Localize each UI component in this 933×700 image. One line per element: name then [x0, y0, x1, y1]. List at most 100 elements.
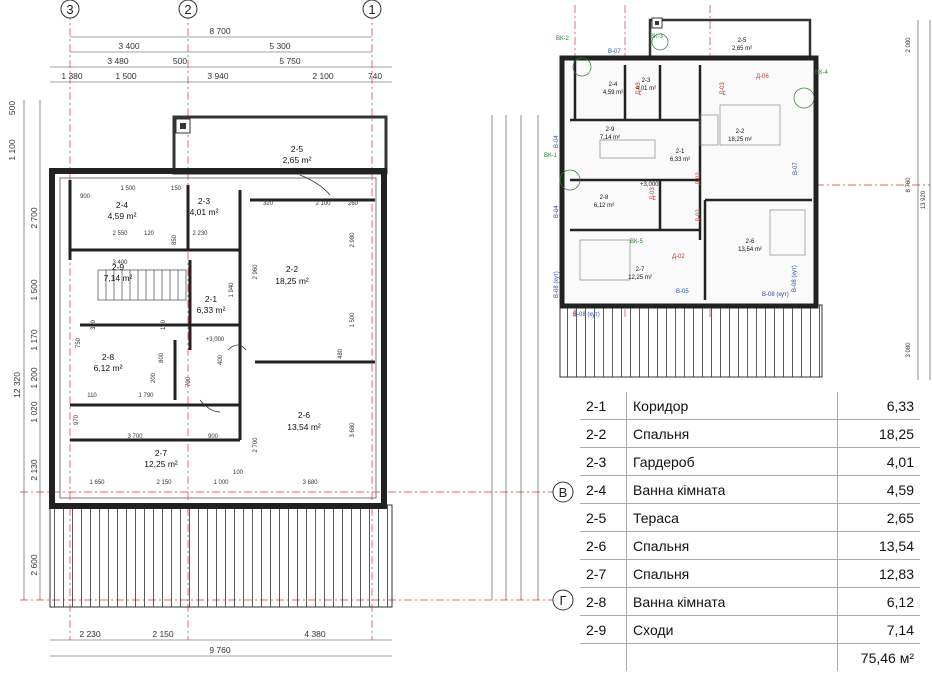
dim-top-2a: 3 400: [118, 41, 140, 51]
table-total-row: 75,46 м²: [580, 643, 920, 672]
code-label: ВК-3: [650, 34, 663, 40]
right-dim-3080: 3 080: [906, 342, 912, 358]
inner-dim-2: 900: [80, 194, 91, 200]
room-area: 13,54 m²: [287, 422, 321, 432]
code-label: ВК-4: [815, 70, 828, 76]
code-label: В-08 (кут): [792, 265, 798, 292]
dim-left-1020: 1 020: [29, 401, 39, 423]
room-area: 6,33 m²: [670, 157, 690, 163]
inner-dim-5: 120: [144, 231, 155, 237]
table-row: 2-8 Ванна кімната 6,12: [580, 587, 920, 616]
code-label: В-07: [793, 162, 799, 175]
code-label: Д-03: [636, 82, 642, 95]
code-label: Д-06: [756, 74, 769, 80]
room-area: 4,59 m²: [108, 211, 137, 221]
dim-top-2b: 5 300: [269, 41, 291, 51]
room-code: 2-3: [642, 78, 651, 84]
dim-top-4c: 3 940: [207, 71, 229, 81]
code-label: Д-03: [720, 82, 726, 95]
room-code-cell: 2-6: [580, 531, 627, 560]
room-code-cell: 2-2: [580, 419, 627, 448]
right-dim-2080: 2 080: [906, 37, 912, 53]
room-name-cell: Ванна кімната: [626, 475, 838, 504]
code-label: ВК-1: [544, 153, 557, 159]
room-code: 2-1: [676, 149, 685, 155]
inner-dim-24: 1 790: [138, 393, 154, 399]
code-label: В-05: [676, 289, 689, 295]
room-name-cell: Ванна кімната: [626, 587, 838, 616]
inner-dim-22: 1 000: [213, 480, 229, 486]
right-room-labels: 2-5 2,65 m² 2-4 4,59 m² 2-3 4,01 m² 2-2 …: [594, 38, 762, 281]
room-name-cell: Спальня: [626, 559, 838, 588]
room-area: 18,25 m²: [275, 276, 309, 286]
inner-dim-14: 1 500: [350, 312, 356, 328]
inner-dim-12: 2 960: [253, 264, 259, 280]
inner-dim-34: 750: [76, 337, 82, 348]
room-code: 2-6: [298, 410, 311, 420]
inner-dim-31: 400: [218, 354, 224, 365]
inner-dim-18: 3 700: [127, 434, 143, 440]
room-code-cell: 2-1: [580, 392, 627, 420]
inner-dim-11: 2 980: [350, 232, 356, 248]
inner-dim-20: 1 650: [89, 480, 105, 486]
inner-dim-27: +3,000: [206, 337, 225, 343]
code-label: Д-02: [672, 254, 685, 260]
dim-left-2700: 2 700: [29, 207, 39, 229]
right-element-codes: ВК-2 ВК-3 ВК-4 ВК-1 ВК-5 В-07 В-07 В-04 …: [544, 34, 828, 318]
right-floor-plan: 2 080 8 760 13 920 3 080: [544, 5, 931, 380]
code-label: В-08 (кут): [762, 292, 789, 298]
room-area: 12,25 m²: [144, 459, 178, 469]
code-label: В-04: [554, 135, 560, 148]
inner-dim-7: 3 400: [112, 260, 128, 266]
room-name-cell: Гардероб: [626, 447, 838, 476]
axis-1: 1: [368, 2, 375, 17]
room-code: 2-7: [636, 267, 645, 273]
inner-dim-35: 300: [91, 319, 97, 330]
code-label: Д-03: [650, 187, 656, 200]
dim-left-500: 500: [7, 101, 17, 115]
dim-bottom-1: 2 230: [79, 629, 101, 639]
axis-g: Г: [559, 593, 566, 608]
room-area-cell: 13,54: [837, 531, 920, 560]
room-code-cell: 2-4: [580, 475, 627, 504]
room-code: 2-4: [116, 200, 129, 210]
inner-dim-9: 2 100: [315, 201, 331, 207]
inner-dim-25: 110: [87, 393, 97, 399]
dim-top-3b: 500: [173, 56, 187, 66]
room-code: 2-3: [198, 196, 211, 206]
table-row: 2-2 Спальня 18,25: [580, 419, 920, 448]
right-dim-8760: 8 760: [906, 177, 912, 193]
code-label: В-08 (кут): [573, 312, 600, 318]
dim-left-1170: 1 170: [29, 329, 39, 351]
room-area-cell: 18,25: [837, 419, 920, 448]
inner-dim-15: 480: [338, 348, 344, 359]
inner-dim-16: 3 680: [350, 422, 356, 438]
code-label: Д-02: [696, 209, 702, 222]
code-label: Д-02: [696, 172, 702, 185]
level-mark: +3,000: [640, 182, 659, 188]
empty-cell: [627, 644, 838, 672]
room-area: 12,25 m²: [628, 275, 652, 281]
room-area: 6,12 m²: [594, 203, 614, 209]
dim-top-3a: 3 480: [107, 56, 129, 66]
room-code-cell: 2-7: [580, 559, 627, 588]
empty-cell: [580, 643, 627, 671]
room-area-cell: 6,12: [837, 587, 920, 616]
inner-dim-3: 150: [171, 186, 182, 192]
dim-top-4b: 1 500: [115, 71, 137, 81]
room-area-cell: 2,65: [837, 503, 920, 532]
room-name-cell: Спальня: [626, 419, 838, 448]
inner-dim-13: 1 940: [229, 282, 235, 298]
inner-dim-28: 850: [172, 234, 178, 245]
room-code: 2-2: [286, 264, 299, 274]
inner-dim-26: 970: [74, 414, 80, 425]
left-room-labels: 2-5 2,65 m² 2-4 4,59 m² 2-3 4,01 m² 2-2 …: [94, 144, 321, 469]
room-area: 18,25 m²: [728, 137, 752, 143]
room-area: 4,01 m²: [190, 207, 219, 217]
inner-dim-30: 700: [186, 376, 192, 387]
room-code: 2-5: [738, 38, 747, 44]
room-area: 6,12 m²: [94, 363, 123, 373]
inner-dim-33: 100: [233, 470, 244, 476]
dim-top-3c: 5 750: [279, 56, 301, 66]
